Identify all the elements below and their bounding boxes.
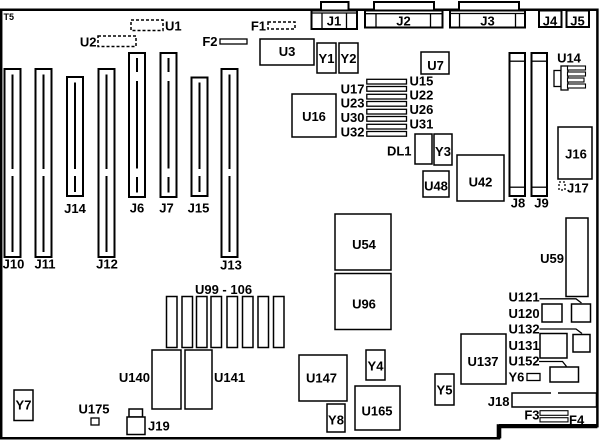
svg-text:Y1: Y1 (319, 51, 335, 66)
svg-text:U54: U54 (352, 237, 377, 252)
svg-text:U48: U48 (424, 179, 448, 194)
svg-text:U26: U26 (410, 102, 434, 117)
svg-text:Y4: Y4 (368, 359, 385, 374)
svg-text:T5: T5 (4, 12, 15, 22)
svg-text:J13: J13 (220, 258, 242, 273)
svg-text:U17: U17 (341, 82, 365, 97)
svg-text:J14: J14 (64, 201, 86, 216)
svg-text:DL1: DL1 (387, 144, 412, 159)
svg-text:U141: U141 (214, 370, 245, 385)
svg-text:J7: J7 (159, 201, 173, 216)
svg-text:J4: J4 (543, 14, 558, 29)
svg-text:U59: U59 (540, 251, 564, 266)
svg-text:J6: J6 (130, 201, 144, 216)
svg-text:J11: J11 (35, 257, 56, 272)
svg-text:U7: U7 (427, 58, 444, 73)
svg-text:U140: U140 (119, 370, 150, 385)
svg-text:U121: U121 (509, 290, 540, 305)
svg-text:J15: J15 (188, 201, 210, 216)
svg-text:J8: J8 (511, 196, 525, 211)
svg-text:U175: U175 (78, 402, 109, 417)
svg-text:Y3: Y3 (435, 144, 451, 159)
svg-text:Y7: Y7 (16, 398, 32, 413)
svg-text:U99 - 106: U99 - 106 (195, 282, 252, 297)
svg-text:U152: U152 (509, 354, 540, 369)
svg-text:Y2: Y2 (341, 51, 357, 66)
svg-text:U132: U132 (509, 322, 540, 337)
svg-text:F2: F2 (202, 34, 217, 49)
svg-text:U22: U22 (410, 88, 434, 103)
svg-text:J10: J10 (3, 257, 25, 272)
svg-text:U42: U42 (469, 175, 493, 190)
svg-text:U32: U32 (341, 125, 365, 140)
svg-text:J5: J5 (570, 14, 584, 29)
svg-text:U1: U1 (165, 19, 182, 34)
svg-text:F1: F1 (251, 19, 266, 34)
svg-text:F4: F4 (569, 413, 585, 428)
svg-text:J9: J9 (534, 196, 548, 211)
svg-text:Y8: Y8 (328, 413, 344, 428)
svg-text:J17: J17 (567, 181, 589, 196)
svg-text:U2: U2 (80, 35, 97, 50)
svg-text:J18: J18 (488, 394, 510, 409)
svg-text:Y5: Y5 (437, 383, 453, 398)
svg-text:J2: J2 (396, 14, 410, 29)
svg-text:U120: U120 (509, 306, 540, 321)
svg-text:J1: J1 (327, 14, 341, 29)
svg-text:U3: U3 (279, 44, 296, 59)
svg-text:U23: U23 (341, 96, 365, 111)
svg-text:Y6: Y6 (509, 370, 525, 385)
svg-text:U16: U16 (302, 109, 326, 124)
svg-text:J16: J16 (565, 147, 587, 162)
svg-text:U15: U15 (410, 74, 434, 89)
svg-text:J19: J19 (148, 419, 170, 434)
svg-text:U31: U31 (410, 117, 434, 132)
svg-text:F3: F3 (524, 408, 539, 423)
svg-text:U96: U96 (352, 297, 376, 312)
svg-text:U147: U147 (306, 371, 337, 386)
svg-text:U165: U165 (361, 404, 392, 419)
svg-text:J3: J3 (480, 14, 494, 29)
svg-text:U14: U14 (557, 51, 582, 66)
svg-text:J12: J12 (96, 257, 118, 272)
svg-text:U30: U30 (341, 110, 365, 125)
svg-text:U131: U131 (509, 338, 540, 353)
svg-text:U137: U137 (467, 354, 498, 369)
